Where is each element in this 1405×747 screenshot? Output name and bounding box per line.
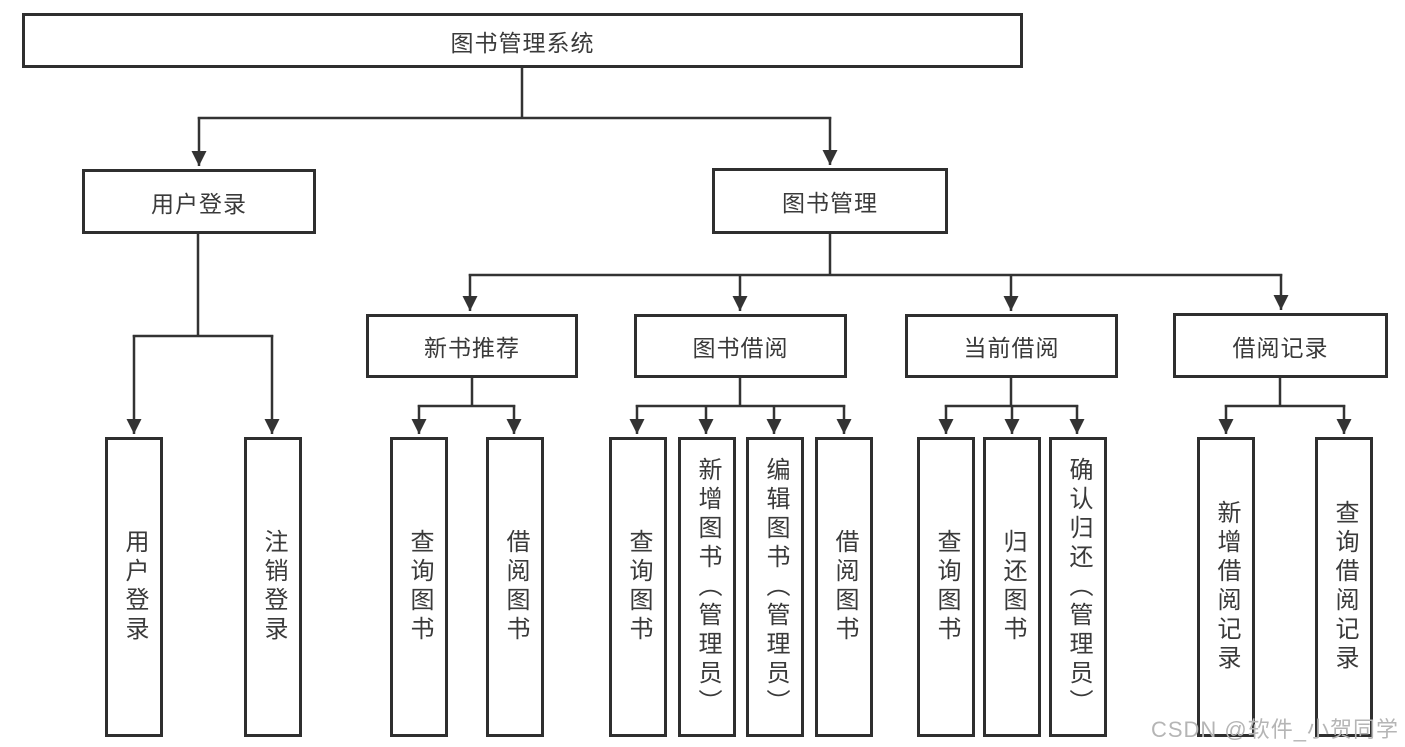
node-leaf-borrow-books: 借阅图书 [815,437,873,737]
connector-root [191,66,838,166]
node-leaf-query-books-current: 查询图书 [917,437,975,737]
node-leaf-logout: 注销登录 [244,437,302,737]
connector-new-book-recommend [411,378,522,434]
node-borrow-records: 借阅记录 [1173,313,1388,378]
node-root-system: 图书管理系统 [22,13,1023,68]
node-leaf-add-borrow-record: 新增借阅记录 [1197,437,1255,737]
node-leaf-return-books: 归还图书 [983,437,1041,737]
connector-book-management [462,233,1289,311]
node-leaf-user-login: 用户登录 [105,437,163,737]
node-leaf-query-borrow-record: 查询借阅记录 [1315,437,1373,737]
node-book-management: 图书管理 [712,168,948,234]
connector-borrow-records [1218,377,1352,434]
node-leaf-edit-books-admin: 编辑图书（管理员） [746,437,804,737]
node-new-book-recommend: 新书推荐 [366,314,578,378]
node-leaf-query-books-recommend: 查询图书 [390,437,448,737]
node-user-login: 用户登录 [82,169,316,234]
connector-book-borrow [629,378,852,434]
node-leaf-query-books-borrow: 查询图书 [609,437,667,737]
node-leaf-confirm-return-admin: 确认归还（管理员） [1049,437,1107,737]
csdn-watermark: CSDN @软件_小贺同学 [1150,717,1399,742]
connector-user-login [126,233,280,434]
node-current-borrow: 当前借阅 [905,314,1118,378]
node-leaf-add-books-admin: 新增图书（管理员） [678,437,736,737]
node-book-borrow: 图书借阅 [634,314,847,378]
node-leaf-borrow-books-recommend: 借阅图书 [486,437,544,737]
connector-current-borrow [938,378,1085,434]
